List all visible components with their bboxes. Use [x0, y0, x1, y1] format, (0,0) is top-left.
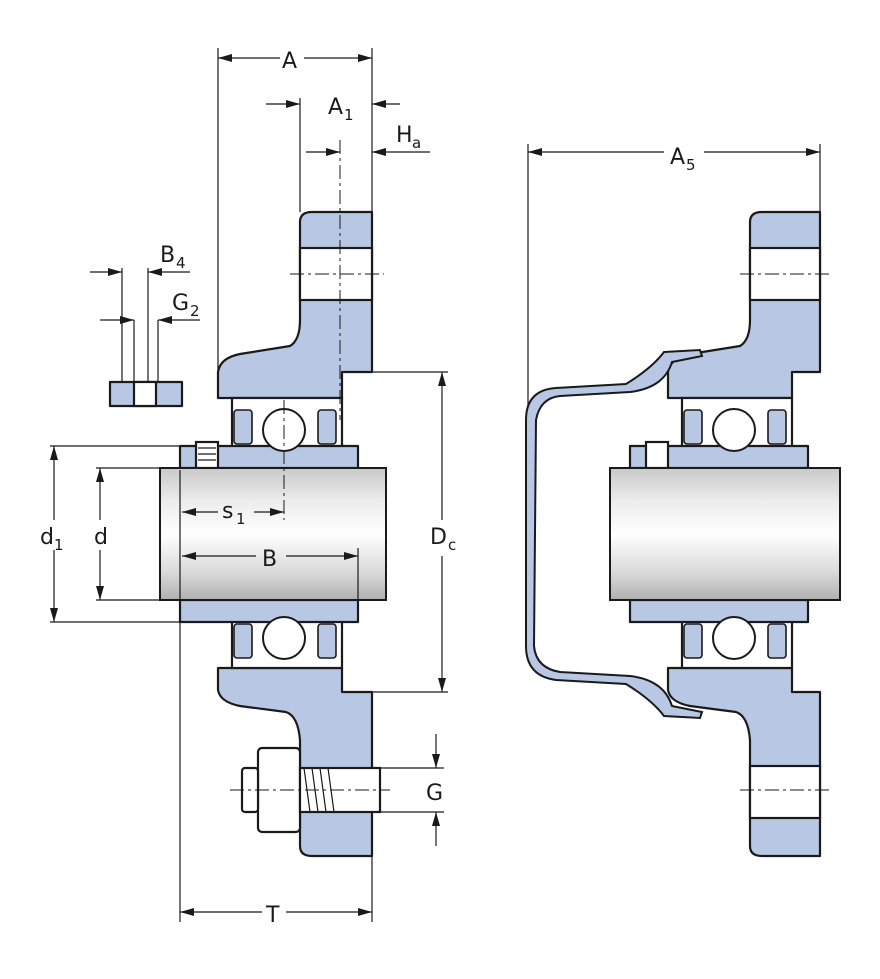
label-B4: B — [160, 243, 175, 268]
ball-lower-right — [712, 616, 756, 660]
housing-lower-right — [666, 666, 822, 858]
label-Dc: D — [430, 525, 447, 550]
ball-upper-right — [712, 408, 756, 452]
label-B4-sub: 4 — [176, 254, 186, 272]
label-s1: s — [222, 499, 233, 524]
label-T: T — [265, 903, 280, 928]
shaft — [159, 467, 387, 601]
label-s1-sub: 1 — [236, 510, 246, 528]
label-Ha: H — [396, 123, 413, 148]
label-G2-sub: 2 — [190, 302, 200, 320]
right-view — [525, 144, 841, 858]
label-A1-sub: 1 — [344, 106, 354, 124]
locking-collar-screw — [132, 380, 158, 408]
set-screw-thread — [198, 447, 216, 461]
inner-ring-lower — [178, 598, 360, 624]
shaft-right — [609, 467, 841, 601]
seal-lower-left — [233, 623, 253, 659]
label-G: G — [426, 781, 443, 806]
housing-lower-right-hole — [748, 764, 822, 820]
ball-lower — [262, 616, 306, 660]
label-A: A — [282, 49, 297, 74]
label-d1: d — [40, 525, 54, 550]
label-A1: A — [328, 95, 343, 120]
seal-upper-right — [317, 409, 337, 445]
label-Dc-sub: c — [448, 536, 456, 554]
housing-upper — [216, 210, 374, 400]
label-A5-sub: 5 — [686, 156, 696, 174]
label-Ha-sub: a — [412, 134, 421, 152]
inner-ring-lower-right — [628, 598, 810, 624]
set-screw-right — [644, 440, 670, 470]
left-view — [50, 48, 448, 922]
label-G2: G — [172, 291, 189, 316]
label-d1-sub: 1 — [54, 536, 64, 554]
label-d: d — [94, 525, 108, 550]
housing-upper-right — [666, 210, 822, 400]
end-cover — [525, 348, 704, 720]
label-A5: A — [670, 145, 685, 170]
set-screw — [194, 440, 220, 470]
dimension-labels: A A 1 H a A 5 B 4 G 2 d 1 d s 1 B D c G … — [40, 49, 696, 928]
seal-upper-left — [233, 409, 253, 445]
seal-lower-right — [317, 623, 337, 659]
label-B: B — [262, 547, 277, 572]
